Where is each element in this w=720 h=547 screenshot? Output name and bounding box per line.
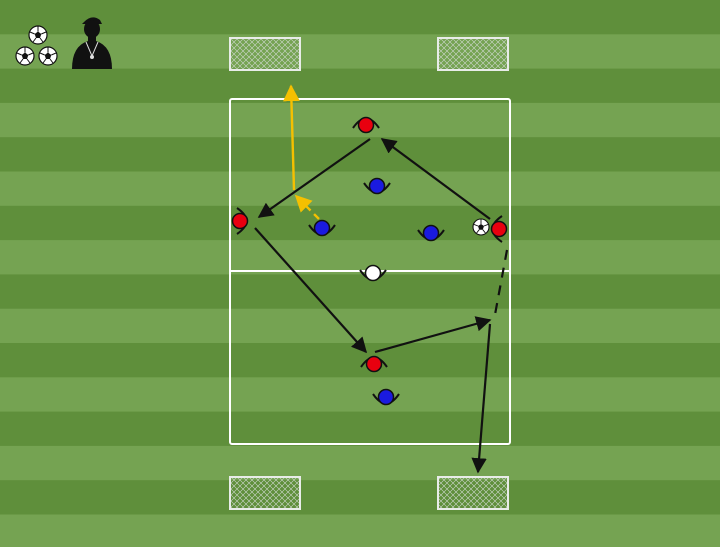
soccer-ball-icon bbox=[38, 46, 58, 66]
goal-bottom-left-icon bbox=[229, 476, 301, 510]
run-arrow-dashed bbox=[492, 249, 509, 321]
grass-stripe bbox=[0, 343, 720, 378]
grass-stripe bbox=[0, 0, 720, 35]
grass-stripe bbox=[0, 308, 720, 344]
grass-stripe bbox=[0, 137, 720, 172]
shot-arrow-to-goal bbox=[471, 323, 492, 474]
goal-top-right-icon bbox=[437, 37, 509, 71]
grass-stripe bbox=[0, 445, 720, 481]
player-blue-right bbox=[417, 224, 445, 242]
player-head bbox=[490, 220, 508, 238]
player-red-bottom bbox=[360, 355, 388, 373]
player-head bbox=[422, 224, 440, 242]
player-head bbox=[231, 212, 249, 230]
pass-arrow-bottom-to-right bbox=[374, 316, 492, 354]
soccer-ball-icon bbox=[472, 218, 490, 236]
grass-stripe bbox=[0, 68, 720, 104]
pass-arrow-left-to-bottom bbox=[254, 227, 368, 354]
player-head bbox=[365, 355, 383, 373]
players bbox=[231, 116, 508, 406]
player-head bbox=[357, 116, 375, 134]
player-head bbox=[377, 388, 395, 406]
player-red-left bbox=[231, 207, 249, 235]
player-blue-bottom bbox=[372, 388, 400, 406]
player-blue-left bbox=[308, 219, 336, 237]
player-head bbox=[368, 177, 386, 195]
pass-arrow-right-to-top bbox=[380, 138, 491, 220]
coach-whistle bbox=[90, 55, 94, 59]
goal-top-left-icon bbox=[229, 37, 301, 71]
grass-stripe bbox=[0, 240, 720, 275]
grass-stripe bbox=[0, 274, 720, 310]
grass-stripe bbox=[0, 34, 720, 70]
player-head bbox=[313, 219, 331, 237]
grass-stripe bbox=[0, 514, 720, 547]
soccer-ball-icon bbox=[28, 25, 48, 45]
soccer-balls-icon bbox=[15, 25, 58, 66]
grass-stripe bbox=[0, 480, 720, 515]
pass-arrow-top-to-left bbox=[257, 138, 371, 218]
grass-stripe bbox=[0, 411, 720, 447]
soccer-ball-icon bbox=[15, 46, 35, 66]
dribble-arrow-to-goal bbox=[283, 84, 300, 191]
player-red-top bbox=[352, 116, 380, 134]
player-white-neutral bbox=[359, 264, 387, 282]
player-red-right bbox=[490, 215, 508, 243]
player-head bbox=[364, 264, 382, 282]
grass-stripe bbox=[0, 205, 720, 241]
grass-stripe bbox=[0, 377, 720, 413]
player-blue-top bbox=[363, 177, 391, 195]
dribble-arrow-dashed bbox=[294, 194, 320, 220]
grass-stripe bbox=[0, 171, 720, 207]
goal-bottom-right-icon bbox=[437, 476, 509, 510]
